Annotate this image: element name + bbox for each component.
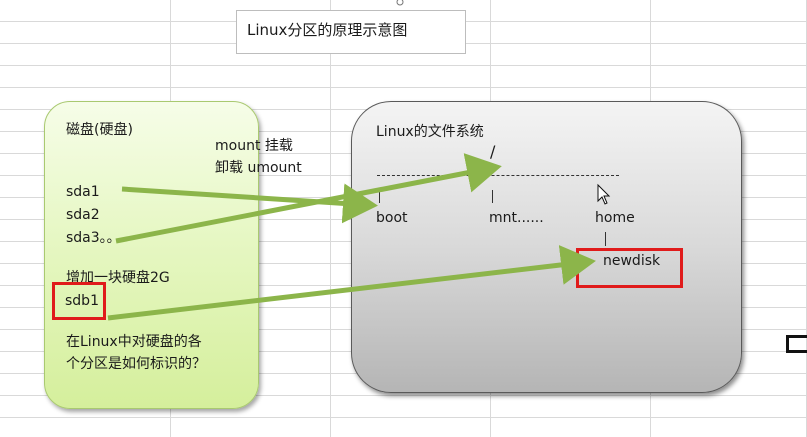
- partition-sda1: sda1: [66, 184, 100, 200]
- home-connector: [605, 232, 606, 246]
- question-line-1: 在Linux中对硬盘的各: [66, 334, 202, 350]
- sdb1-highlight-box: [52, 282, 106, 320]
- diagram-title: Linux分区的原理示意图: [236, 10, 466, 54]
- move-cursor-icon: [597, 183, 611, 205]
- dir-newdisk: newdisk: [603, 253, 661, 269]
- partial-shape-right-edge: [786, 335, 807, 353]
- grid-column-line: [330, 0, 331, 437]
- partition-sdb1: sdb1: [65, 293, 99, 309]
- mount-label: mount 挂载: [215, 138, 293, 154]
- partition-sda2: sda2: [66, 207, 100, 223]
- question-line-2: 个分区是如何标识的？: [66, 356, 206, 372]
- partition-sda3: sda3。。: [66, 230, 121, 246]
- dir-mnt: mnt......: [489, 210, 544, 226]
- filesystem-panel: [351, 101, 742, 393]
- disk-heading: 磁盘(硬盘): [66, 122, 133, 138]
- arrow-sda3-to-root: [115, 153, 502, 244]
- filesystem-heading: Linux的文件系统: [376, 124, 484, 140]
- dir-home: home: [595, 210, 635, 226]
- dir-boot: boot: [376, 210, 408, 226]
- mnt-connector: [492, 190, 493, 203]
- disk-panel: [44, 101, 259, 409]
- boot-connector: [379, 190, 380, 203]
- root-marker: /: [490, 142, 496, 161]
- umount-label: 卸载 umount: [215, 160, 302, 176]
- shape-handle-icon: [396, 0, 404, 6]
- arrow-sdb1-to-newdisk: [107, 245, 596, 321]
